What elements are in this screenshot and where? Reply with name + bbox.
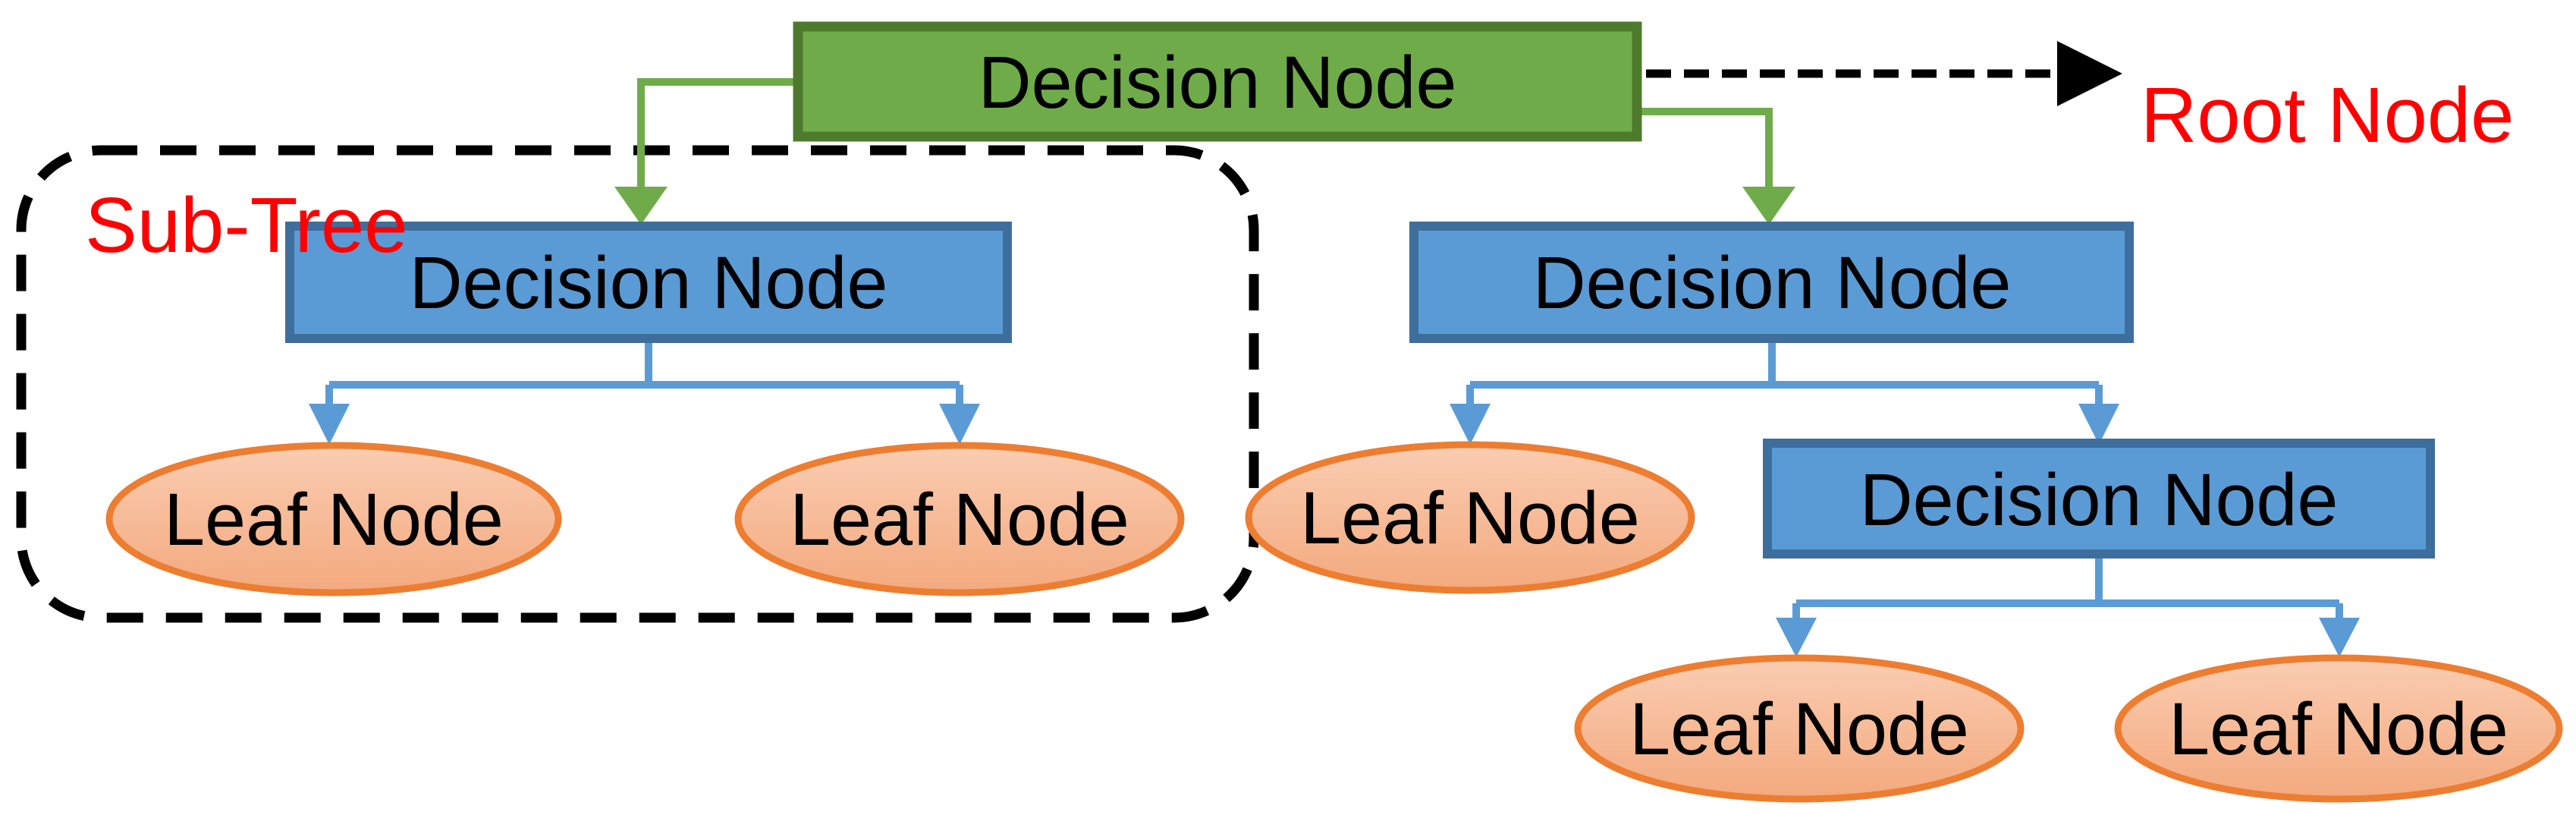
arrowhead-icon bbox=[1450, 404, 1491, 445]
green-elbow-line bbox=[1637, 108, 1773, 187]
edge-right-decision-to-children bbox=[1450, 338, 2119, 445]
leaf-node-label: Leaf Node bbox=[164, 478, 504, 561]
arrowhead-icon bbox=[1742, 187, 1795, 225]
arrowhead-icon bbox=[1776, 618, 1817, 657]
lower-right-decision-node-label: Decision Node bbox=[1860, 458, 2339, 541]
leaf-node-5: Leaf Node bbox=[2114, 654, 2563, 803]
leaf-node-ellipse bbox=[105, 442, 562, 596]
leaf-node-ellipse bbox=[1574, 654, 2025, 803]
root-decision-node-label: Decision Node bbox=[979, 41, 1457, 124]
subtree-annotation: Sub-Tree bbox=[85, 181, 408, 269]
leaf-node-1: Leaf Node bbox=[105, 442, 562, 596]
root-node-annotation: Root Node bbox=[2141, 71, 2514, 159]
leaf-node-ellipse bbox=[2114, 654, 2563, 803]
root-node-pointer-arrow bbox=[1646, 41, 2122, 106]
leaf-node-label: Leaf Node bbox=[790, 478, 1129, 561]
edge-root-to-left-decision bbox=[614, 78, 798, 225]
leaf-node-2: Leaf Node bbox=[734, 442, 1185, 596]
left-decision-node-box bbox=[285, 222, 1012, 343]
leaf-node-3: Leaf Node bbox=[1245, 441, 1695, 594]
arrowhead-icon bbox=[2057, 41, 2122, 106]
lower-right-decision-node: Decision Node bbox=[1763, 439, 2435, 559]
blue-connector-line bbox=[325, 338, 963, 404]
leaf-node-label: Leaf Node bbox=[1629, 688, 1969, 770]
leaf-node-label: Leaf Node bbox=[2169, 688, 2508, 770]
arrowhead-icon bbox=[2319, 618, 2360, 657]
arrowhead-icon bbox=[309, 404, 350, 445]
edge-root-to-right-decision bbox=[1637, 108, 1795, 225]
arrowhead-icon bbox=[2078, 404, 2119, 445]
root-decision-node-box bbox=[793, 21, 1642, 142]
leaf-node-ellipse bbox=[1245, 441, 1695, 594]
subtree-decision-node: Decision Node bbox=[285, 222, 1012, 343]
lower-right-decision-node-box bbox=[1763, 439, 2435, 559]
right-decision-node-box bbox=[1409, 222, 2134, 343]
arrowhead-icon bbox=[939, 404, 980, 445]
right-decision-node-label: Decision Node bbox=[1533, 241, 2012, 324]
green-elbow-line bbox=[637, 78, 798, 187]
arrowhead-icon bbox=[614, 187, 668, 225]
leaf-node-4: Leaf Node bbox=[1574, 654, 2025, 803]
leaf-node-label: Leaf Node bbox=[1300, 477, 1640, 559]
edge-lower-right-decision-to-leaves bbox=[1776, 554, 2360, 657]
blue-connector-line bbox=[1792, 554, 2343, 618]
left-decision-node-label: Decision Node bbox=[410, 241, 888, 324]
leaf-node-ellipse bbox=[734, 442, 1185, 596]
edge-left-decision-to-leaves bbox=[309, 338, 980, 445]
blue-connector-line bbox=[1466, 338, 2103, 404]
root-decision-node: Decision Node bbox=[793, 21, 1642, 142]
right-decision-node: Decision Node bbox=[1409, 222, 2134, 343]
